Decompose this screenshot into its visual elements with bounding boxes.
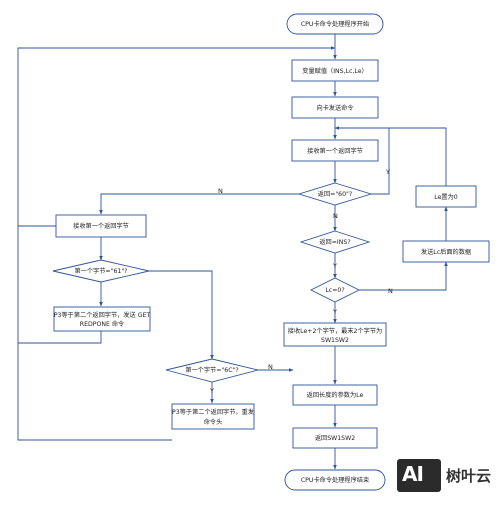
node-send-command: 向卡发送命令 [291,96,379,119]
watermark-logo-text: AI [402,462,424,486]
svg-text:返回SW1SW2: 返回SW1SW2 [315,435,355,442]
watermark-name: 树叶云 [446,467,492,485]
svg-text:SW1SW2: SW1SW2 [321,337,349,344]
decision-return-60: 返回="60"? [297,182,373,206]
svg-text:变量赋值（INS,Lc,Le）: 变量赋值（INS,Lc,Le） [302,67,367,75]
label-n-ins: N [333,212,338,220]
node-return-length: 返回长度的参数为Le [292,384,378,406]
svg-text:P3等于第二个返回字节，重发: P3等于第二个返回字节，重发 [172,408,254,416]
node-end: CPU卡命令处理程序结束 [284,469,386,491]
label-n-60: N [218,187,223,195]
svg-text:返回="60"?: 返回="60"? [318,191,352,198]
decision-return-ins: 返回=INS? [299,230,371,254]
connectors [17,34,448,470]
label-n-6c: N [268,363,273,371]
svg-text:P3等于第二个返回字节，发送 GET: P3等于第二个返回字节，发送 GET [54,311,151,319]
svg-text:接收第一个返回字节: 接收第一个返回字节 [73,222,129,230]
svg-text:发送Lc后面的数据: 发送Lc后面的数据 [421,248,471,256]
svg-text:Lc=0?: Lc=0? [325,287,344,294]
node-receive-first-byte: 接收第一个返回字节 [291,139,379,162]
svg-text:CPU卡命令处理程序结束: CPU卡命令处理程序结束 [301,476,369,484]
node-p3-get-response: P3等于第二个返回字节，发送 GET REDPONE 命令 [53,306,151,332]
svg-text:返回=INS?: 返回=INS? [319,239,350,246]
node-receive-first-byte-left: 接收第一个返回字节 [55,214,147,238]
node-receive-le-bytes: 接收Le+2个字节，最末2个字节为 SW1SW2 [283,322,387,347]
decision-lc-zero: Lc=0? [309,277,361,303]
watermark-logo: AI [397,459,441,492]
branch-labels: N Y N Y N Y N Y [209,168,393,395]
label-y-lc: Y [332,308,337,316]
svg-text:第一个字节="6C"?: 第一个字节="6C"? [185,366,238,374]
label-n-lc: N [388,287,393,295]
svg-text:CPU卡命令处理程序开始: CPU卡命令处理程序开始 [301,20,369,28]
label-y-6c: Y [209,387,214,395]
svg-text:REDPONE 命令: REDPONE 命令 [80,320,125,328]
node-le-set-zero: Le置为0 [415,185,477,208]
decision-first-byte-6c: 第一个字节="6C"? [165,358,259,383]
svg-text:第一个字节="61"?: 第一个字节="61"? [75,267,128,275]
label-y-ins: Y [332,262,337,270]
node-return-sw: 返回SW1SW2 [292,427,378,449]
node-init-vars: 变量赋值（INS,Lc,Le） [291,59,379,82]
node-p3-resend-header: P3等于第二个返回字节，重发 命令头 [171,403,255,430]
svg-text:Le置为0: Le置为0 [434,193,458,201]
node-start: CPU卡命令处理程序开始 [286,13,384,35]
svg-text:接收第一个返回字节: 接收第一个返回字节 [307,147,363,155]
svg-text:命令头: 命令头 [204,418,223,426]
label-y-60: Y [385,168,390,176]
svg-text:接收Le+2个字节，最末2个字节为: 接收Le+2个字节，最末2个字节为 [288,327,382,335]
svg-text:返回长度的参数为Le: 返回长度的参数为Le [307,391,364,399]
svg-text:向卡发送命令: 向卡发送命令 [316,104,354,112]
node-send-lc-data: 发送Lc后面的数据 [402,240,490,263]
decision-first-byte-61: 第一个字节="61"? [52,259,150,283]
